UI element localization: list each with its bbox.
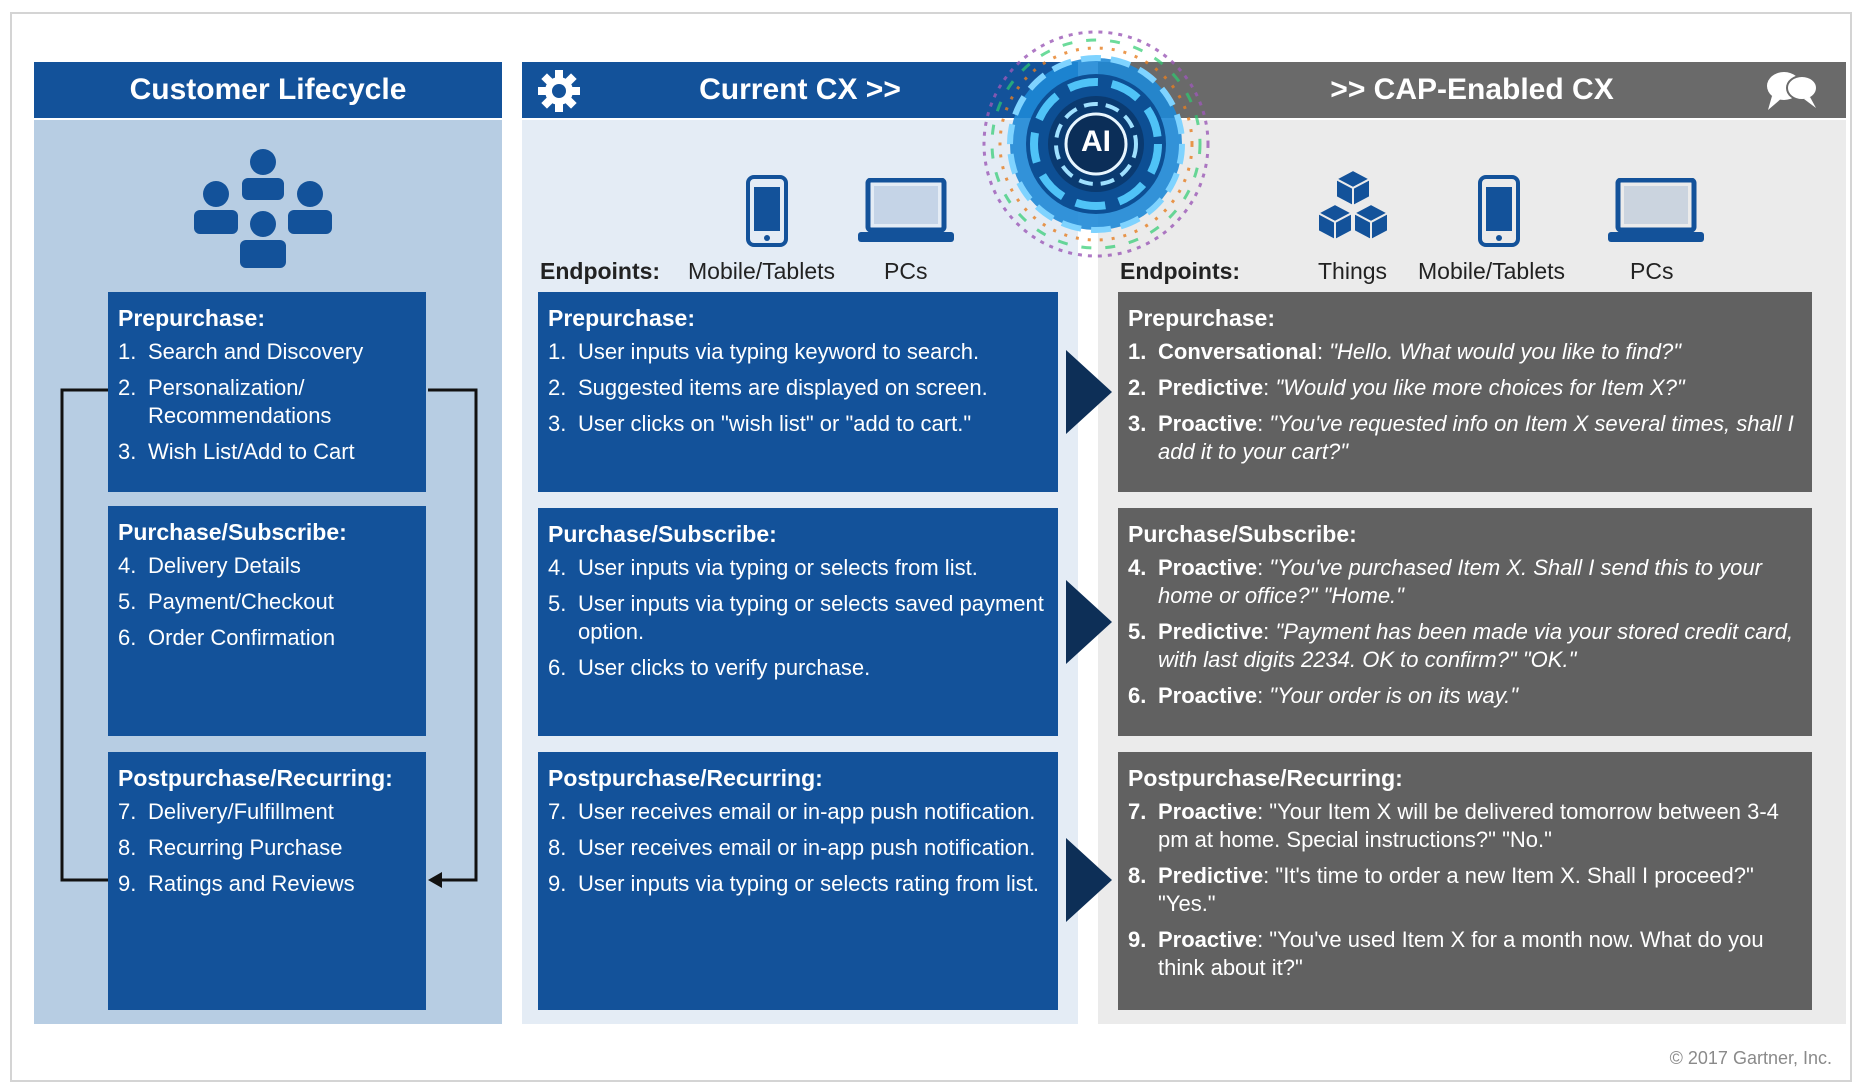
list-item: 9.User inputs via typing or selects rati… xyxy=(548,871,1039,896)
list-item: 3.Wish List/Add to Cart xyxy=(118,439,355,464)
stage-title: Postpurchase/Recurring: xyxy=(548,765,823,791)
ai-badge-label: AI xyxy=(1081,125,1111,158)
stage-title: Purchase/Subscribe: xyxy=(548,521,777,547)
stage-title: Postpurchase/Recurring: xyxy=(1128,765,1403,791)
stage-title: Purchase/Subscribe: xyxy=(1128,521,1357,547)
chat-bubbles-icon xyxy=(1767,72,1818,110)
list-item: 9.Proactive: "You've used Item X for a m… xyxy=(1128,927,1764,980)
list-item: 8.Recurring Purchase xyxy=(118,835,343,860)
current-purchase-box: Purchase/Subscribe: 4.User inputs via ty… xyxy=(538,508,1058,736)
list-item: 2.Suggested items are displayed on scree… xyxy=(548,375,988,400)
arrow-right-icon xyxy=(1066,838,1112,922)
current-endpoints-label: Endpoints: xyxy=(540,258,661,284)
lifecycle-purchase-box: Purchase/Subscribe: 4.Delivery Details 5… xyxy=(108,506,426,736)
lifecycle-header: Customer Lifecycle xyxy=(34,62,502,118)
list-item: 1.Conversational: "Hello. What would you… xyxy=(1128,339,1682,364)
list-item: 6.Order Confirmation xyxy=(118,625,336,650)
cap-cx-header: >> CAP-Enabled CX xyxy=(1098,62,1846,118)
lifecycle-postpurchase-box: Postpurchase/Recurring: 7.Delivery/Fulfi… xyxy=(108,752,426,1010)
people-group-icon xyxy=(194,149,332,268)
stage-title: Postpurchase/Recurring: xyxy=(118,765,393,791)
things-cubes-icon xyxy=(1316,168,1390,242)
cap-postpurchase-box: Postpurchase/Recurring: 7.Proactive: "Yo… xyxy=(1118,752,1812,1010)
list-item: 8.User receives email or in-app push not… xyxy=(548,835,1036,860)
current-prepurchase-box: Prepurchase: 1.User inputs via typing ke… xyxy=(538,292,1058,492)
list-item: 5.User inputs via typing or selects save… xyxy=(548,591,1044,644)
list-item: 5.Predictive: "Payment has been made via… xyxy=(1128,619,1794,672)
list-item: 4.Proactive: "You've purchased Item X. S… xyxy=(1128,555,1762,608)
list-item: 3.User clicks on "wish list" or "add to … xyxy=(548,411,972,436)
cap-prepurchase-box: Prepurchase: 1.Conversational: "Hello. W… xyxy=(1118,292,1812,492)
cap-laptop-icon xyxy=(1608,178,1704,242)
stage-title: Prepurchase: xyxy=(548,305,696,331)
arrow-right-icon xyxy=(1066,580,1112,664)
list-item: 4.User inputs via typing or selects from… xyxy=(548,555,978,580)
cap-endpoint-mobile: Mobile/Tablets xyxy=(1418,258,1566,284)
lifecycle-prepurchase-box: Prepurchase: 1.Search and Discovery 2.Pe… xyxy=(108,292,426,492)
gear-icon xyxy=(538,70,580,112)
stage-title: Purchase/Subscribe: xyxy=(118,519,347,545)
list-item: 6.User clicks to verify purchase. xyxy=(548,655,871,680)
list-item: 1.Search and Discovery xyxy=(118,339,364,364)
list-item: 8.Predictive: "It's time to order a new … xyxy=(1128,863,1754,916)
cap-endpoints-label: Endpoints: xyxy=(1120,258,1241,284)
list-item: 6.Proactive: "Your order is on its way." xyxy=(1128,683,1519,708)
mobile-tablet-icon xyxy=(746,175,788,247)
stage-title: Prepurchase: xyxy=(118,305,266,331)
arrow-right-icon xyxy=(1066,350,1112,434)
current-cx-title: Current CX >> xyxy=(699,73,901,106)
cap-cx-title: >> CAP-Enabled CX xyxy=(1330,73,1614,106)
cap-mobile-tablet-icon xyxy=(1478,175,1520,247)
current-endpoint-pcs: PCs xyxy=(884,258,928,284)
current-endpoint-mobile: Mobile/Tablets xyxy=(688,258,836,284)
list-item: 3.Proactive: "You've requested info on I… xyxy=(1128,411,1794,464)
list-item: 2.Predictive: "Would you like more choic… xyxy=(1128,375,1685,400)
list-item: 7.Delivery/Fulfillment xyxy=(118,799,334,824)
copyright-notice: © 2017 Gartner, Inc. xyxy=(1669,1048,1832,1068)
stage-title: Prepurchase: xyxy=(1128,305,1276,331)
list-item: 1.User inputs via typing keyword to sear… xyxy=(548,339,980,364)
cap-endpoint-pcs: PCs xyxy=(1630,258,1674,284)
list-item: 2.Personalization/ Recommendations xyxy=(118,375,332,428)
lifecycle-title: Customer Lifecycle xyxy=(129,73,407,106)
list-item: 4.Delivery Details xyxy=(118,553,301,578)
current-cx-header: Current CX >> xyxy=(522,62,1078,118)
list-item: 7.User receives email or in-app push not… xyxy=(548,799,1036,824)
ai-badge-icon xyxy=(982,30,1210,258)
laptop-icon xyxy=(858,178,954,242)
cap-endpoint-things: Things xyxy=(1318,258,1388,284)
cap-purchase-box: Purchase/Subscribe: 4.Proactive: "You've… xyxy=(1118,508,1812,736)
list-item: 5.Payment/Checkout xyxy=(118,589,334,614)
current-postpurchase-box: Postpurchase/Recurring: 7.User receives … xyxy=(538,752,1058,1010)
list-item: 7.Proactive: "Your Item X will be delive… xyxy=(1128,799,1779,852)
list-item: 9.Ratings and Reviews xyxy=(118,871,355,896)
